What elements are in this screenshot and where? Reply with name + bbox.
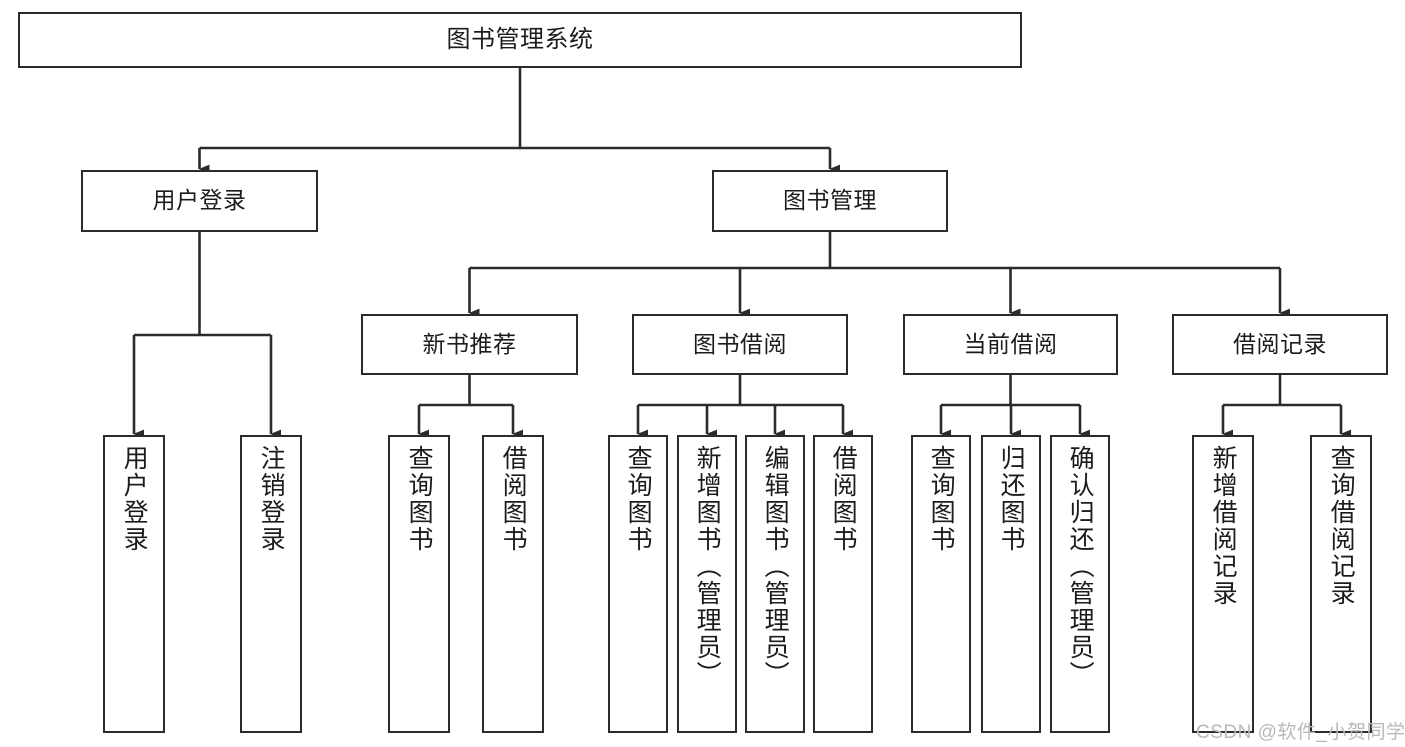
leaf-node-edit-book-admin[interactable]: 编辑图书（管理员） <box>745 435 805 733</box>
node-book-management[interactable]: 图书管理 <box>712 170 948 232</box>
node-label: 图书借阅 <box>693 330 787 357</box>
node-label: 新增借阅记录 <box>1209 445 1238 607</box>
node-label: 当前借阅 <box>963 330 1058 357</box>
node-label: 新书推荐 <box>422 330 517 357</box>
node-label: 注销登录 <box>257 445 286 553</box>
node-label: 借阅图书 <box>829 445 858 553</box>
node-label: 图书管理 <box>783 187 877 214</box>
node-label: 用户登录 <box>120 445 149 553</box>
node-label: 借阅图书 <box>499 445 528 553</box>
leaf-node-add-book-admin[interactable]: 新增图书（管理员） <box>677 435 737 733</box>
leaf-node-query-books-current[interactable]: 查询图书 <box>911 435 971 733</box>
node-current-borrowing[interactable]: 当前借阅 <box>903 314 1118 375</box>
node-label: 确认归还（管理员） <box>1066 445 1095 688</box>
leaf-node-return-books[interactable]: 归还图书 <box>981 435 1041 733</box>
node-label: 归还图书 <box>997 445 1026 553</box>
leaf-node-add-borrowing-record[interactable]: 新增借阅记录 <box>1192 435 1254 733</box>
leaf-node-query-books-recommendation[interactable]: 查询图书 <box>388 435 450 733</box>
leaf-node-borrow-books[interactable]: 借阅图书 <box>813 435 873 733</box>
node-new-book-recommendation[interactable]: 新书推荐 <box>361 314 578 375</box>
node-label: 查询借阅记录 <box>1327 445 1356 607</box>
node-label: 图书管理系统 <box>446 25 594 53</box>
leaf-node-query-books-borrowing[interactable]: 查询图书 <box>608 435 668 733</box>
csdn-watermark: CSDN @软件_小贺同学 <box>1196 722 1405 743</box>
leaf-node-query-borrowing-record[interactable]: 查询借阅记录 <box>1310 435 1372 733</box>
node-label: 借阅记录 <box>1233 330 1327 357</box>
leaf-node-borrow-books-recommendation[interactable]: 借阅图书 <box>482 435 544 733</box>
node-label: 用户登录 <box>152 187 247 214</box>
leaf-node-logout[interactable]: 注销登录 <box>240 435 302 733</box>
node-label: 编辑图书（管理员） <box>761 445 790 688</box>
node-user-login[interactable]: 用户登录 <box>81 170 318 232</box>
node-root-book-management-system[interactable]: 图书管理系统 <box>18 12 1022 68</box>
node-label: 查询图书 <box>927 445 956 553</box>
node-borrowing-records[interactable]: 借阅记录 <box>1172 314 1388 375</box>
leaf-node-confirm-return-admin[interactable]: 确认归还（管理员） <box>1050 435 1110 733</box>
node-book-borrowing[interactable]: 图书借阅 <box>632 314 848 375</box>
node-label: 查询图书 <box>624 445 653 553</box>
node-label: 查询图书 <box>405 445 434 553</box>
leaf-node-user-login[interactable]: 用户登录 <box>103 435 165 733</box>
node-label: 新增图书（管理员） <box>693 445 722 688</box>
